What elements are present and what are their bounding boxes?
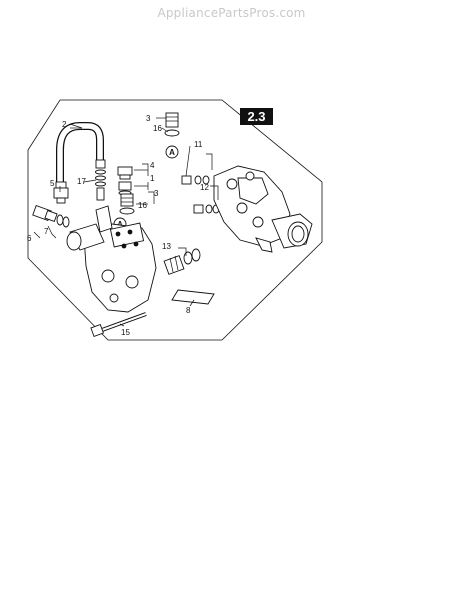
callout-4: 4 xyxy=(150,161,155,170)
svg-text:A: A xyxy=(117,220,123,229)
svg-text:A: A xyxy=(169,148,175,157)
bolt-part-15 xyxy=(90,312,147,337)
section-badge xyxy=(240,108,273,125)
ring-set-part-12 xyxy=(193,204,220,214)
o-rings-part-7 xyxy=(56,214,70,228)
callout-1: 1 xyxy=(150,174,155,183)
diagram-frame xyxy=(27,99,323,341)
spring-part-3-lower xyxy=(119,193,135,215)
label-plate-part-8 xyxy=(171,289,215,305)
spring-part-3-upper xyxy=(164,112,180,137)
callout-12: 12 xyxy=(200,183,209,192)
hose-part xyxy=(56,122,104,182)
pump-manifold-left xyxy=(66,205,157,313)
callout-5: 5 xyxy=(50,179,55,188)
callout-8: 8 xyxy=(186,306,191,315)
callout-16-lower: 16 xyxy=(138,201,147,210)
connector-part-6 xyxy=(32,204,58,223)
callout-16-upper: 16 xyxy=(153,124,162,133)
callout-7: 7 xyxy=(44,227,49,236)
valve-stack-part-17 xyxy=(95,159,106,201)
cap-part-4 xyxy=(117,166,133,180)
callout-3-upper: 3 xyxy=(146,114,151,123)
callout-17: 17 xyxy=(77,177,86,186)
callout-2: 2 xyxy=(62,120,67,129)
marker-a-upper: A xyxy=(165,145,179,159)
fitting-part-5 xyxy=(53,181,69,204)
callout-3-lower: 3 xyxy=(154,189,159,198)
callout-6: 6 xyxy=(27,234,32,243)
section-badge-label: 2.3 xyxy=(247,109,265,124)
ring-set-part-11 xyxy=(181,175,210,185)
callout-13: 13 xyxy=(162,242,171,251)
watermark-text: AppliancePartsPros.com xyxy=(157,6,306,20)
pump-housing-right xyxy=(213,165,313,253)
callout-11: 11 xyxy=(194,140,203,149)
callout-15: 15 xyxy=(121,328,130,337)
spring-part-13 xyxy=(163,248,201,275)
cap-part-1 xyxy=(118,181,132,196)
leader-lines xyxy=(33,117,219,327)
